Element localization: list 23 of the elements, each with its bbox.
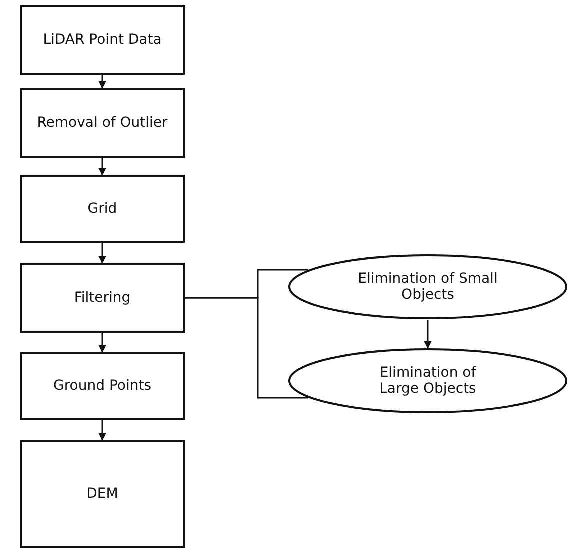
- process-box: [20, 352, 185, 420]
- node-label: DEM: [86, 486, 118, 502]
- arrow: [424, 320, 432, 349]
- node-label: Filtering: [74, 290, 131, 306]
- arrow: [98, 333, 106, 353]
- connector-line: [185, 297, 308, 399]
- process-box: [20, 175, 185, 243]
- node-label: Grid: [88, 201, 118, 217]
- arrow: [98, 243, 106, 264]
- arrow: [98, 158, 106, 176]
- node-label: LiDAR Point Data: [43, 32, 162, 48]
- process-box: [20, 5, 185, 75]
- process-box: [20, 88, 185, 158]
- node-label: Ground Points: [54, 378, 152, 394]
- node-label: Elimination of Large Objects: [378, 365, 478, 397]
- arrow: [98, 75, 106, 89]
- process-ellipse: [288, 254, 568, 320]
- node-label: Elimination of Small Objects: [358, 271, 498, 303]
- process-box: [20, 263, 185, 333]
- process-box: [20, 440, 185, 548]
- process-ellipse: [288, 348, 568, 414]
- node-label: Removal of Outlier: [37, 115, 168, 131]
- arrow: [98, 420, 106, 441]
